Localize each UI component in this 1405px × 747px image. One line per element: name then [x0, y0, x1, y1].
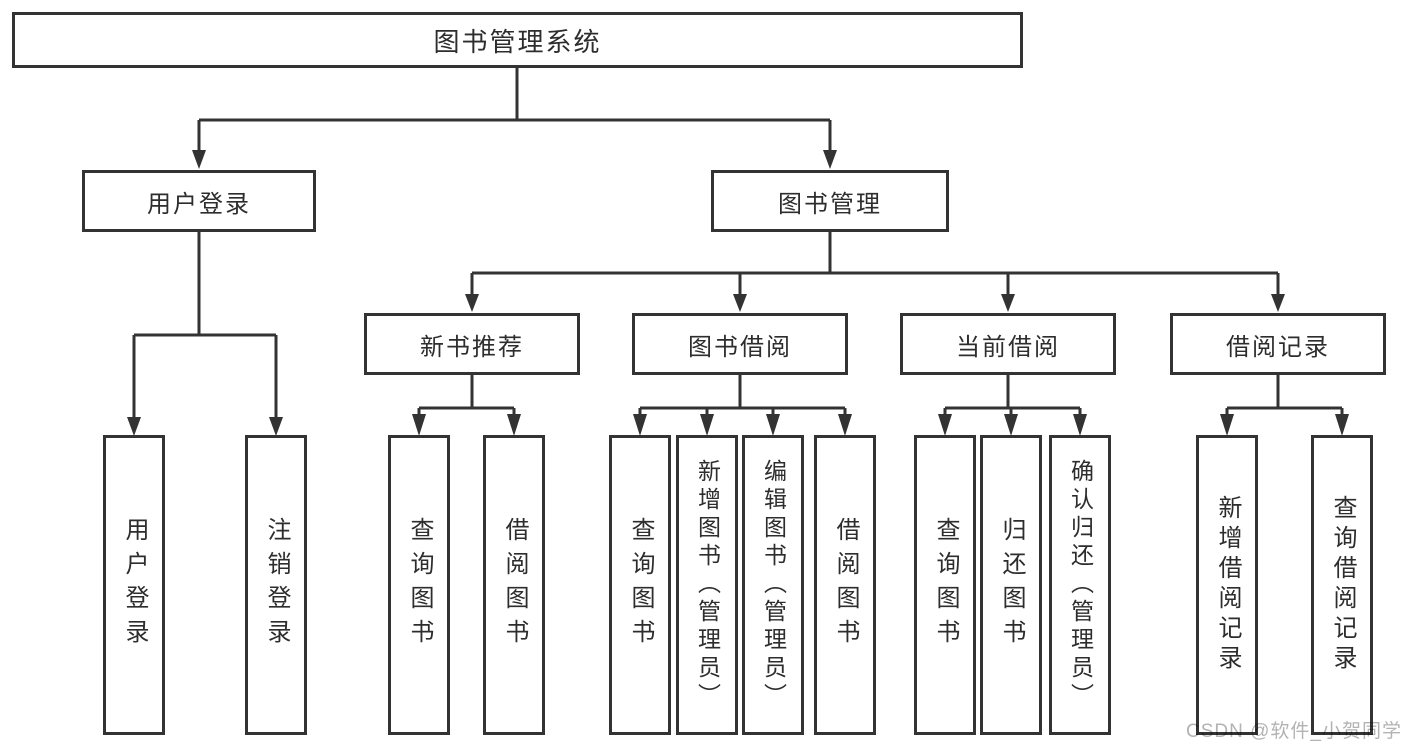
leaf-confirm-return-admin: 确认归还（管理员） [1049, 435, 1111, 735]
leaf-borrow-books-new-book: 借阅图书 [483, 435, 545, 735]
node-label: 查询图书 [627, 517, 654, 653]
connector-new-book-children [412, 375, 521, 436]
node-label: 确认归还（管理员） [1067, 459, 1094, 711]
leaf-logout: 注销登录 [245, 435, 307, 735]
node-label: 图书管理 [778, 190, 882, 218]
node-label: 用户登录 [121, 517, 148, 653]
leaf-add-book-admin: 新增图书（管理员） [676, 435, 738, 735]
connector-book-management-children [465, 232, 1285, 312]
node-book-borrowing: 图书借阅 [632, 313, 848, 375]
leaf-query-books-borrowing: 查询图书 [609, 435, 671, 735]
connector-current-borrowing-children [938, 375, 1087, 436]
leaf-borrow-books-borrowing: 借阅图书 [814, 435, 876, 735]
connector-root-to-level2 [192, 68, 837, 169]
node-borrowing-records: 借阅记录 [1170, 313, 1386, 375]
node-label: 查询图书 [406, 517, 433, 653]
node-label: 图书管理系统 [433, 26, 602, 57]
node-book-management: 图书管理 [711, 170, 949, 232]
node-current-borrowing: 当前借阅 [900, 313, 1116, 375]
leaf-query-books-new-book: 查询图书 [388, 435, 450, 735]
node-label: 编辑图书（管理员） [760, 459, 787, 711]
leaf-return-books: 归还图书 [980, 435, 1042, 735]
node-label: 注销登录 [263, 517, 290, 653]
csdn-watermark: CSDN @软件_小贺同学 [1186, 721, 1402, 742]
node-label: 新书推荐 [420, 333, 524, 361]
node-user-login: 用户登录 [82, 170, 316, 232]
leaf-query-borrow-record: 查询借阅记录 [1311, 435, 1373, 735]
connector-book-borrowing-children [633, 375, 852, 436]
node-new-book-recommend: 新书推荐 [364, 313, 580, 375]
node-label: 归还图书 [998, 517, 1025, 653]
node-label: 图书借阅 [688, 333, 792, 361]
connector-user-login-children [127, 232, 283, 436]
node-label: 查询借阅记录 [1329, 495, 1356, 675]
leaf-add-borrow-record: 新增借阅记录 [1196, 435, 1258, 735]
connector-borrowing-records-children [1220, 375, 1349, 436]
node-label: 当前借阅 [956, 333, 1060, 361]
node-label: 用户登录 [147, 190, 251, 218]
node-library-management-system: 图书管理系统 [12, 12, 1023, 68]
node-label: 新增借阅记录 [1214, 495, 1241, 675]
node-label: 借阅记录 [1226, 333, 1330, 361]
node-label: 借阅图书 [832, 517, 859, 653]
leaf-edit-book-admin: 编辑图书（管理员） [742, 435, 804, 735]
node-label: 查询图书 [932, 517, 959, 653]
node-label: 借阅图书 [501, 517, 528, 653]
leaf-query-books-current: 查询图书 [914, 435, 976, 735]
leaf-user-login: 用户登录 [103, 435, 165, 735]
node-label: 新增图书（管理员） [694, 459, 721, 711]
